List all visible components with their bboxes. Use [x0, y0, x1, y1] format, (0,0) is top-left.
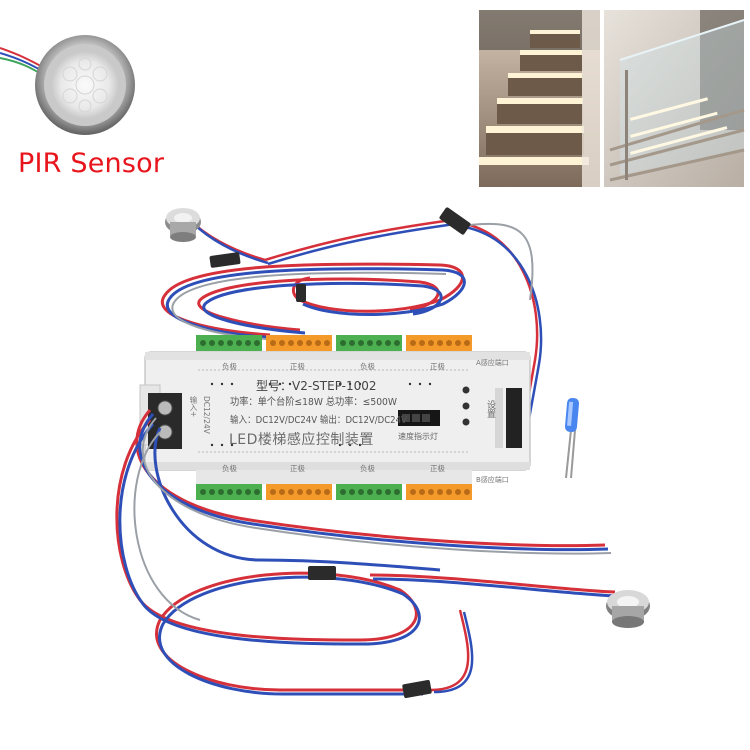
sensor-port-b-label: B感应端口 — [476, 476, 509, 484]
top-terminal-label-3: 负极 — [360, 362, 375, 371]
lower-connectors — [308, 566, 432, 699]
bottom-terminal-label-2: 正极 — [290, 464, 305, 473]
top-terminal-label-4: 正极 — [430, 362, 445, 371]
pir-sensor-closeup — [0, 35, 135, 135]
controller-box — [139, 351, 531, 471]
terminal-strips-top — [196, 335, 472, 351]
upper-wire-bundle — [161, 218, 543, 453]
indicator-led-probe — [564, 397, 580, 479]
stair-photo-1 — [479, 10, 600, 187]
pir-sensor-top — [165, 208, 201, 242]
pir-sensor-label: PIR Sensor — [18, 148, 165, 179]
sensor-port-a-label: A感应端口 — [476, 359, 509, 367]
stair-photo-2 — [604, 10, 745, 187]
controller-title: LED楼梯感应控制装置 — [229, 432, 374, 448]
upper-connectors — [209, 207, 471, 302]
bottom-terminal-label-3: 负极 — [360, 464, 375, 473]
top-terminal-label-1: 负极 — [222, 362, 237, 371]
top-terminal-label-2: 正极 — [290, 362, 305, 371]
input-label: 输入+ — [189, 396, 198, 418]
pir-sensor-bottom — [606, 590, 650, 628]
power-spec: 功率：单个台阶≤18W 总功率：≤500W — [230, 397, 398, 408]
model-number: 型号：V2-STEP-1002 — [256, 379, 377, 393]
voltage-label: DC12/24V — [202, 396, 211, 434]
lower-wire-bundle — [115, 409, 619, 696]
io-spec: 输入：DC12V/DC24V 输出：DC12V/DC24V — [230, 415, 407, 426]
speed-indicator-label: 速度指示灯 — [398, 432, 438, 441]
terminal-strips-bottom — [196, 470, 472, 500]
bottom-terminal-label-1: 负极 — [222, 464, 237, 473]
bottom-terminal-label-4: 正极 — [430, 464, 445, 473]
set-button-label: 设置 — [485, 400, 495, 418]
